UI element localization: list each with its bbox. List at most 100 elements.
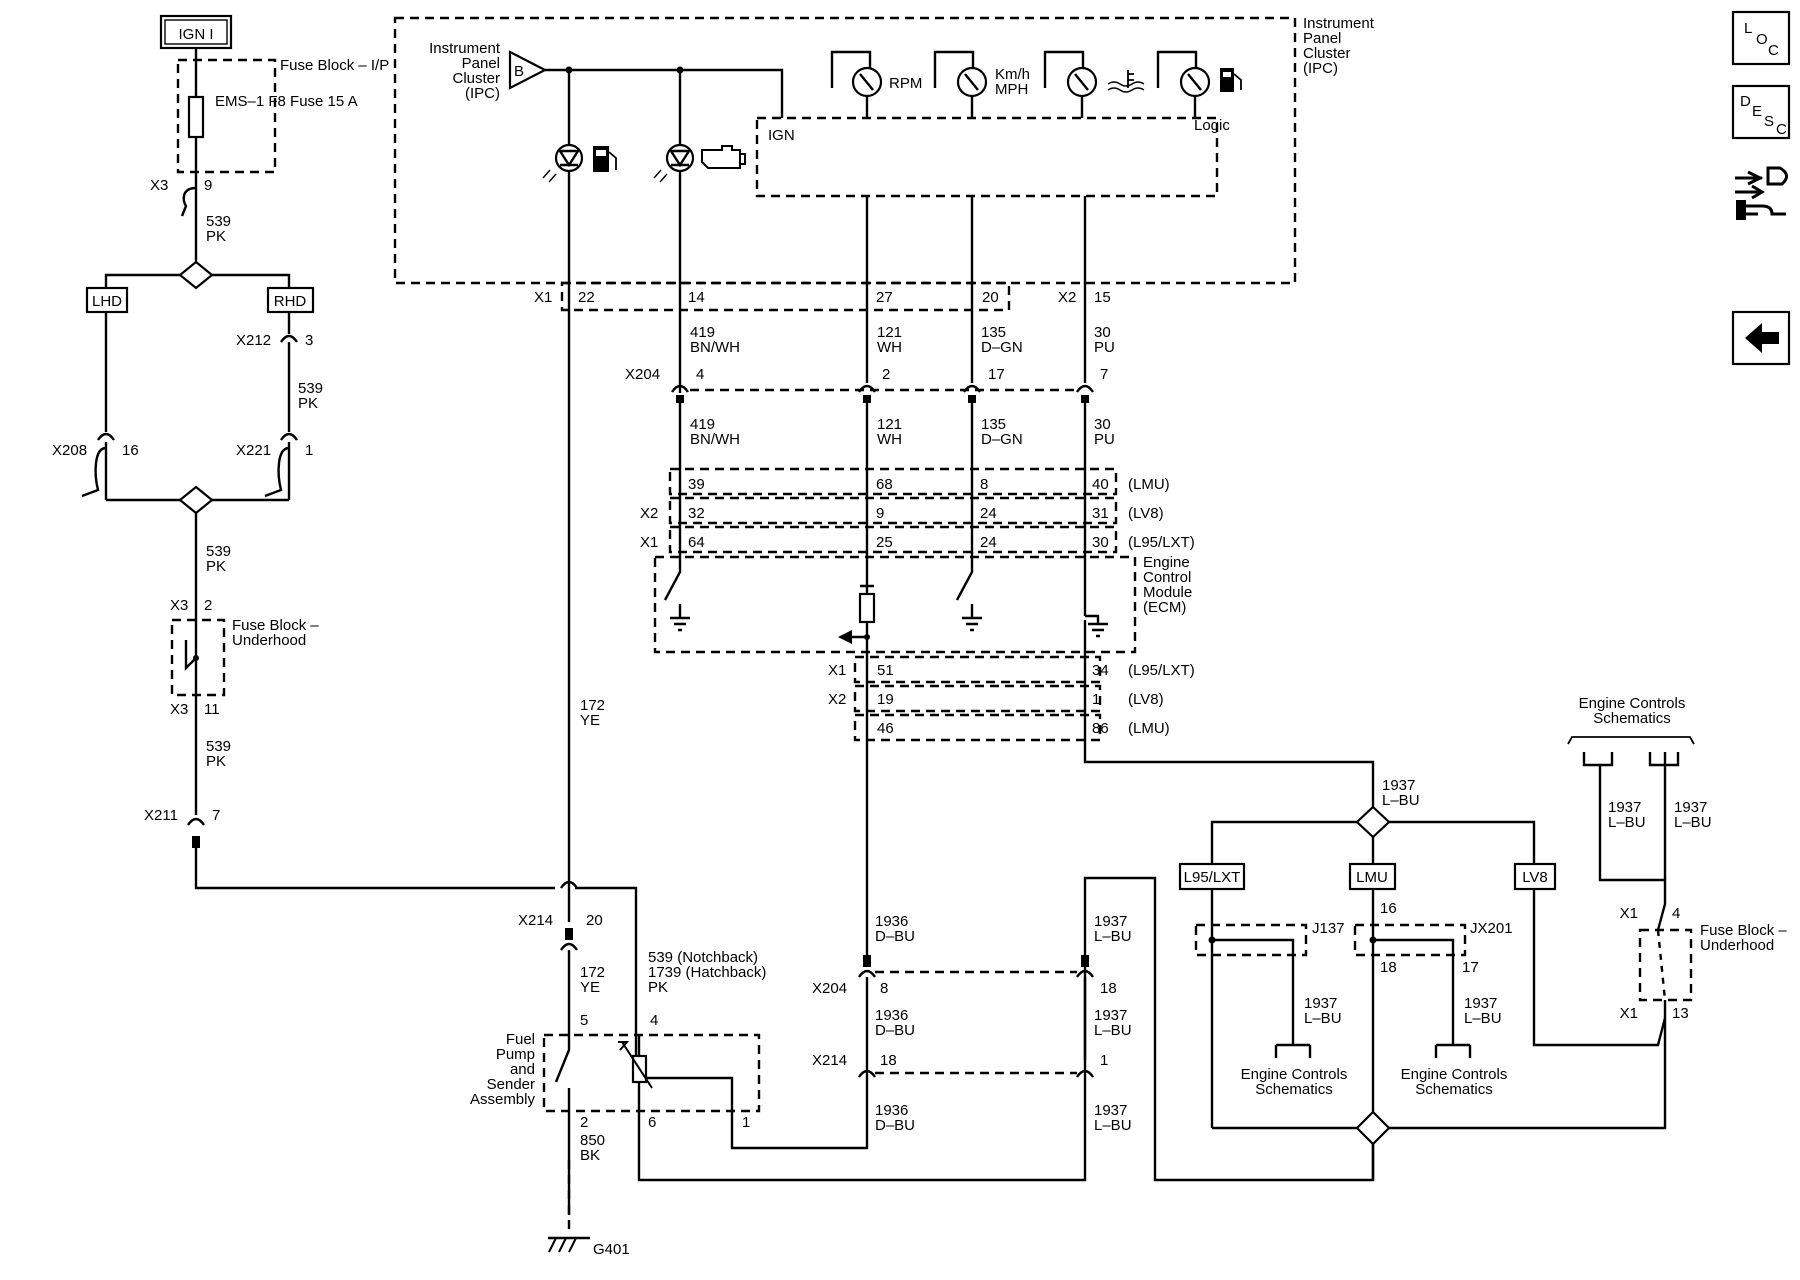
variant-lv8: (LV8): [1128, 691, 1164, 708]
wire-1936: 1936: [875, 1007, 908, 1024]
pin-27: 27: [876, 289, 893, 306]
desc-button[interactable]: D E S C: [1731, 84, 1791, 140]
conn-x212: X212: [236, 332, 271, 349]
wire-dbu: D–BU: [875, 1117, 915, 1134]
fuse-ems1-label: EMS–1 F8 Fuse 15 A: [215, 93, 358, 110]
logic-box: [755, 116, 1219, 198]
pin-20: 20: [586, 912, 603, 929]
pin-7: 7: [212, 807, 220, 824]
b-label: B: [514, 63, 524, 80]
wire-pk: PK: [206, 228, 226, 245]
wire-pu: PU: [1094, 339, 1115, 356]
pin-1: 1: [1100, 1052, 1108, 1069]
ecm-pin: 24: [980, 505, 997, 522]
engine-controls-ref[interactable]: Engine Controls: [1579, 695, 1686, 712]
wire-pk: PK: [648, 979, 668, 996]
wire-lbu: L–BU: [1094, 1117, 1132, 1134]
ipc-label: Panel: [462, 55, 500, 72]
wire-pu: PU: [1094, 431, 1115, 448]
ecm-pin: 25: [876, 534, 893, 551]
wire-172: 172: [580, 697, 605, 714]
instrument-panel-cluster: Instrument Panel Cluster (IPC) Instrumen…: [393, 15, 1375, 890]
wire-bnwh: BN/WH: [690, 339, 740, 356]
wire-1937: 1937: [1464, 995, 1497, 1012]
wire-dgn: D–GN: [981, 431, 1023, 448]
ground-icon: [962, 616, 982, 632]
wire-pk: PK: [206, 558, 226, 575]
loc-button[interactable]: L O C: [1731, 10, 1791, 66]
engine-controls-ref[interactable]: Engine Controls: [1401, 1066, 1508, 1083]
pump-title: and: [510, 1061, 535, 1078]
fuel-pump-icon: [593, 146, 617, 172]
wire-lbu: L–BU: [1464, 1010, 1502, 1027]
pin-16: 16: [122, 442, 139, 459]
ipc-label: Instrument: [429, 40, 501, 57]
conn-x211: X211: [144, 807, 178, 824]
engine-controls-ref[interactable]: Schematics: [1255, 1081, 1333, 1098]
ipc-title: Panel: [1303, 30, 1341, 47]
conn-x204: X204: [625, 366, 660, 383]
logic-label: Logic: [1194, 117, 1230, 134]
wire-lbu: L–BU: [1382, 792, 1420, 809]
wire-135: 135: [981, 324, 1006, 341]
pin-18: 18: [1380, 959, 1397, 976]
pin-18: 18: [1100, 980, 1117, 997]
ipc-title: Instrument: [1303, 15, 1375, 32]
wire-419: 419: [690, 416, 715, 433]
splice-1937: [1355, 805, 1391, 839]
engine-controls-ref[interactable]: Schematics: [1593, 710, 1671, 727]
pin-17: 17: [1462, 959, 1479, 976]
fuse-block-underhood: [170, 618, 226, 697]
wire-lbu: L–BU: [1304, 1010, 1342, 1027]
connector-tool-icon[interactable]: [1735, 166, 1788, 220]
pin-13: 13: [1672, 1005, 1689, 1022]
ecm-title: Module: [1143, 584, 1192, 601]
wire-539: 539: [206, 543, 231, 560]
ecm-pin: 40: [1092, 476, 1109, 493]
back-button[interactable]: [1731, 310, 1791, 366]
back-arrow-icon: [1745, 323, 1779, 353]
fuse-underhood-label: Underhood: [1700, 937, 1774, 954]
ecm-pin: 24: [980, 534, 997, 551]
ecm-title: (ECM): [1143, 599, 1186, 616]
ipc-title: Cluster: [1303, 45, 1351, 62]
wire-539-notchback: 539 (Notchback): [648, 949, 758, 966]
loc-letter: O: [1756, 31, 1768, 48]
wire-lbu: L–BU: [1094, 928, 1132, 945]
wire-ye: YE: [580, 979, 600, 996]
ecm-pin: 32: [688, 505, 705, 522]
engine-controls-ref[interactable]: Schematics: [1415, 1081, 1493, 1098]
fuse-block-ip: [176, 58, 277, 174]
ecm-pin: 68: [876, 476, 893, 493]
wire-lbu: L–BU: [1094, 1022, 1132, 1039]
wire-1937: 1937: [1608, 799, 1641, 816]
wire-850: 850: [580, 1132, 605, 1149]
wire-dbu: D–BU: [875, 928, 915, 945]
wire-30: 30: [1094, 416, 1111, 433]
conn-x2: X2: [640, 505, 658, 522]
wire-wh: WH: [877, 339, 902, 356]
temp-gauge: [1043, 50, 1145, 118]
l95-label: L95/LXT: [1184, 869, 1241, 886]
coolant-temp-icon: [1107, 70, 1145, 93]
ecm-pin: 64: [688, 534, 705, 551]
nav-icons: L O C D E S C: [1731, 10, 1791, 366]
ecm-title: Control: [1143, 569, 1191, 586]
fuse-underhood-label: Underhood: [232, 632, 306, 649]
fuel-pump-assembly: [542, 1033, 761, 1113]
conn-x1: X1: [640, 534, 658, 551]
wire-bk: BK: [580, 1147, 600, 1164]
wire-pk: PK: [206, 753, 226, 770]
ipc-label: (IPC): [465, 85, 500, 102]
power-feed: IGN I EMS–1 F8 Fuse 15 A Fuse Block – I/…: [52, 14, 638, 1055]
variant-lmu: (LMU): [1128, 720, 1170, 737]
wire-1937: 1937: [1094, 913, 1127, 930]
rhd-box: [266, 286, 315, 314]
conn-x2: X2: [1058, 289, 1076, 306]
wire-1936: 1936: [875, 913, 908, 930]
pin-4: 4: [1672, 905, 1680, 922]
engine-controls-ref[interactable]: Engine Controls: [1241, 1066, 1348, 1083]
x204-connector-top: X204 4 2 17 7: [625, 366, 1108, 565]
pin-2: 2: [882, 366, 890, 383]
ipc-connector: X1 22 14 27 20 X2 15: [534, 281, 1111, 312]
